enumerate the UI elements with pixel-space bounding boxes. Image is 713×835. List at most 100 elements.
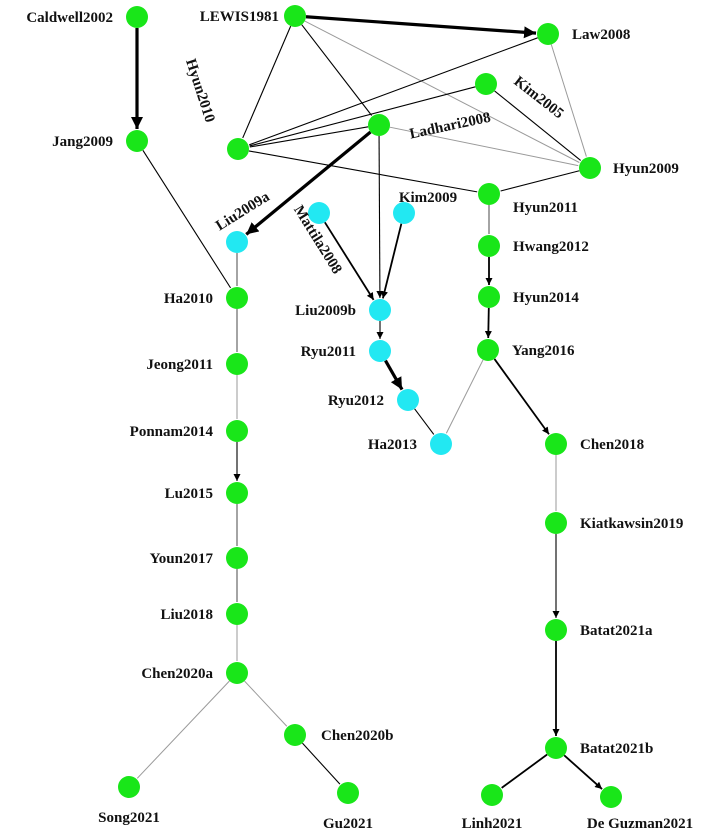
node-Jang2009[interactable]	[126, 130, 148, 152]
edge-Ryu2011-Ryu2012	[384, 359, 404, 391]
node-Caldwell2002[interactable]	[126, 6, 148, 28]
node-label-Law2008: Law2008	[572, 27, 630, 43]
node-label-Ha2010: Ha2010	[164, 291, 213, 307]
edge-Kim2005-Hyun2010	[249, 86, 476, 147]
node-DeGuzman2021[interactable]	[600, 786, 622, 808]
node-label-Ladhari2008: Ladhari2008	[408, 110, 492, 143]
edge-Kim2005-Hyun2009	[494, 90, 582, 161]
node-Kim2005[interactable]	[475, 73, 497, 95]
node-label-Caldwell2002: Caldwell2002	[26, 10, 113, 26]
node-Yang2016[interactable]	[477, 339, 499, 361]
node-label-Youn2017: Youn2017	[150, 551, 214, 567]
node-Ha2013[interactable]	[430, 433, 452, 455]
node-Youn2017[interactable]	[226, 547, 248, 569]
node-LEWIS1981[interactable]	[284, 5, 306, 27]
node-Batat2021b[interactable]	[545, 737, 567, 759]
node-Hyun2010[interactable]	[227, 138, 249, 160]
node-Hwang2012[interactable]	[478, 235, 500, 257]
node-Batat2021a[interactable]	[545, 619, 567, 641]
edge-Hyun2014-Yang2016	[484, 307, 492, 339]
node-label-Jang2009: Jang2009	[52, 134, 113, 150]
edge-LEWIS1981-Hyun2009	[304, 20, 580, 163]
node-Law2008[interactable]	[537, 23, 559, 45]
node-label-Jeong2011: Jeong2011	[146, 357, 213, 373]
node-label-Ponnam2014: Ponnam2014	[130, 424, 214, 440]
edge-Chen2020a-Chen2020b	[244, 680, 288, 727]
edge-Ladhari2008-Hyun2009	[389, 126, 579, 167]
node-label-Hyun2010: Hyun2010	[182, 57, 218, 125]
edge-Law2008-Hyun2010	[249, 37, 538, 146]
node-Liu2018[interactable]	[226, 603, 248, 625]
node-Chen2020b[interactable]	[284, 724, 306, 746]
edge-Batat2021b-Linh2021	[501, 753, 548, 789]
node-label-Hyun2014: Hyun2014	[513, 290, 579, 306]
edge-Chen2020a-Song2021	[136, 680, 230, 779]
edge-Hyun2010-Hyun2011	[248, 150, 478, 193]
edge-layer	[131, 15, 603, 790]
edge-LEWIS1981-Ladhari2008	[301, 24, 373, 116]
node-label-Chen2020a: Chen2020a	[141, 666, 213, 682]
node-Ponnam2014[interactable]	[226, 420, 248, 442]
node-Jeong2011[interactable]	[226, 353, 248, 375]
node-Chen2018[interactable]	[545, 433, 567, 455]
node-label-Lu2015: Lu2015	[165, 486, 213, 502]
node-Hyun2014[interactable]	[478, 286, 500, 308]
edge-Ladhari2008-Liu2009b	[376, 135, 384, 299]
edge-Law2008-Hyun2009	[550, 44, 587, 157]
edge-LEWIS1981-Law2008	[305, 15, 537, 39]
node-label-Hyun2009: Hyun2009	[613, 161, 679, 177]
node-label-Chen2018: Chen2018	[580, 437, 644, 453]
node-Hyun2009[interactable]	[579, 157, 601, 179]
node-label-Yang2016: Yang2016	[512, 343, 575, 359]
node-Ladhari2008[interactable]	[368, 114, 390, 136]
edge-Yang2016-Ha2013	[445, 359, 484, 434]
node-label-Ryu2011: Ryu2011	[301, 344, 356, 360]
node-label-Liu2018: Liu2018	[160, 607, 213, 623]
node-label-Kiatkawsin2019: Kiatkawsin2019	[580, 516, 683, 532]
node-label-Kim2009: Kim2009	[399, 190, 457, 206]
node-Ryu2011[interactable]	[369, 340, 391, 362]
edge-Ladhari2008-Hyun2010	[249, 126, 369, 148]
node-Lu2015[interactable]	[226, 482, 248, 504]
node-Chen2020a[interactable]	[226, 662, 248, 684]
edge-Ladhari2008-Liu2009a	[245, 130, 372, 236]
node-label-Ryu2012: Ryu2012	[328, 393, 384, 409]
node-label-LEWIS1981: LEWIS1981	[200, 9, 279, 25]
node-label-Hwang2012: Hwang2012	[513, 239, 589, 255]
edge-Jang2009-Ha2010	[142, 149, 232, 289]
node-Kim2009[interactable]	[393, 202, 415, 224]
node-Gu2021[interactable]	[337, 782, 359, 804]
node-Liu2009b[interactable]	[369, 299, 391, 321]
node-label-Kim2005: Kim2005	[511, 74, 567, 123]
edge-Kim2009-Liu2009b	[381, 223, 403, 299]
node-label-Liu2009a: Liu2009a	[213, 189, 273, 235]
node-label-Chen2020b: Chen2020b	[321, 728, 394, 744]
node-label-Hyun2011: Hyun2011	[513, 200, 578, 216]
node-label-Liu2009b: Liu2009b	[295, 303, 356, 319]
node-Ha2010[interactable]	[226, 287, 248, 309]
node-label-Gu2021: Gu2021	[323, 816, 373, 832]
edge-Batat2021b-DeGuzman2021	[563, 754, 603, 790]
node-label-Ha2013: Ha2013	[368, 437, 417, 453]
node-Liu2009a[interactable]	[226, 231, 248, 253]
node-Song2021[interactable]	[118, 776, 140, 798]
node-Linh2021[interactable]	[481, 784, 503, 806]
edge-LEWIS1981-Hyun2010	[242, 25, 292, 139]
node-layer	[118, 5, 622, 808]
edge-Yang2016-Chen2018	[493, 358, 550, 435]
edge-Mattila2008-Liu2009b	[324, 221, 375, 301]
node-Hyun2011[interactable]	[478, 183, 500, 205]
node-Ryu2012[interactable]	[397, 389, 419, 411]
node-label-Linh2021: Linh2021	[462, 816, 523, 832]
edge-Hyun2009-Hyun2011	[500, 170, 580, 192]
node-label-DeGuzman2021: De Guzman2021	[587, 816, 693, 832]
edge-Chen2020b-Gu2021	[302, 742, 341, 785]
node-label-Song2021: Song2021	[98, 810, 160, 826]
node-label-Batat2021b: Batat2021b	[580, 741, 653, 757]
node-Kiatkawsin2019[interactable]	[545, 512, 567, 534]
node-label-Batat2021a: Batat2021a	[580, 623, 653, 639]
edge-Ryu2012-Ha2013	[414, 408, 435, 435]
node-Mattila2008[interactable]	[308, 202, 330, 224]
